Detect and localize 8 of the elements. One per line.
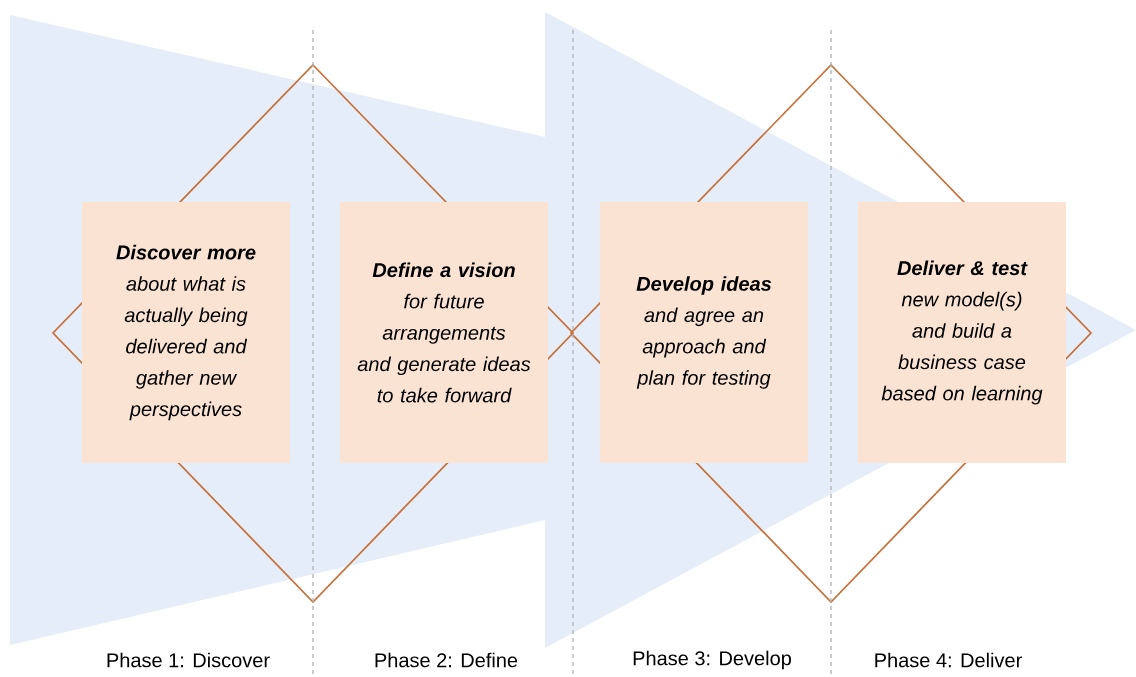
phase-label: Phase 3: Develop: [633, 650, 791, 670]
phase-box: Discover more about what is actually being delivered and gather new perspectives: [82, 202, 290, 463]
phase-label: Phase 1: Discover: [107, 652, 270, 668]
phase-box: Deliver & test new model(s) and build a business case based on learning: [858, 202, 1066, 463]
phase-box: Define a vision for future arrangements and generate ideas to take forward: [340, 202, 548, 463]
phase-label: Phase 2: Define: [375, 652, 518, 668]
phase-label: Phase 4: Deliver: [875, 652, 1022, 668]
phase-box: Develop ideas and agree an approach and plan for testing: [600, 202, 808, 463]
